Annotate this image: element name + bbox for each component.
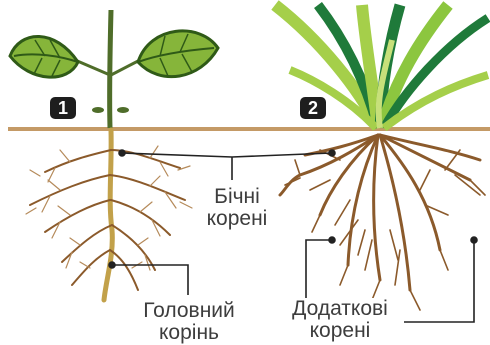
lateral-roots-label: Бічні корені [196,186,278,230]
plant-1-shoot [10,10,218,128]
plant-1-left-leaf [10,36,78,77]
plant-1-main-root [104,130,112,300]
lateral-roots-label-line2: корені [196,208,278,230]
plant-1-number-badge: 1 [50,97,76,119]
plant-2-roots [280,135,485,310]
adventitious-roots-label-line1: Додаткові [276,298,404,320]
plant-1-right-leaf [138,31,218,77]
main-root-label-line2: корінь [128,322,250,344]
adventitious-roots-label: Додаткові корені [276,298,404,342]
soil-line [8,127,490,131]
lateral-roots-label-line1: Бічні [196,186,278,208]
plant-1-stem [110,10,111,128]
plant-2-number-badge: 2 [300,97,326,119]
plant-1-roots [26,130,192,300]
main-root-label: Головний корінь [128,300,250,344]
adventitious-roots-label-line2: корені [276,320,404,342]
main-root-label-line1: Головний [128,300,250,322]
